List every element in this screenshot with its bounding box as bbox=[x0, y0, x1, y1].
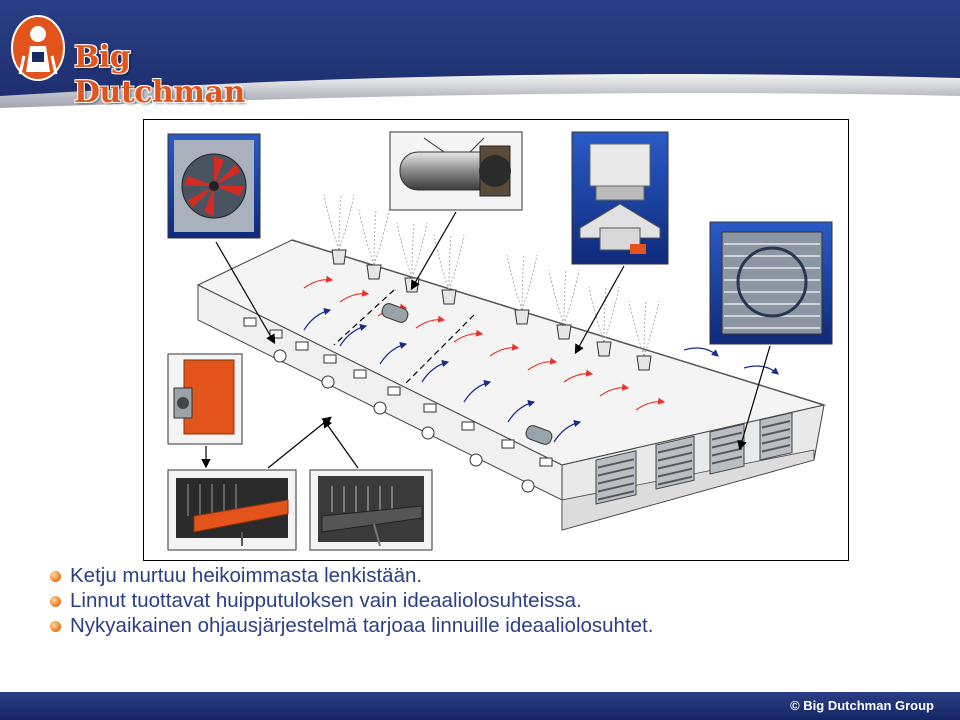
bullet-dot-icon bbox=[50, 571, 61, 582]
brand-logo[interactable]: Big Dutchman bbox=[10, 12, 250, 82]
bullet-dot-icon bbox=[50, 621, 61, 632]
brand-name: Big Dutchman bbox=[74, 40, 250, 110]
photo-axial-fan bbox=[168, 134, 260, 238]
copyright-text: © Big Dutchman Group bbox=[790, 698, 934, 713]
bullet-item: Linnut tuottavat huipputuloksen vain ide… bbox=[48, 588, 948, 613]
photo-air-inlet-grey bbox=[310, 470, 432, 550]
bullet-dot-icon bbox=[50, 596, 61, 607]
bullet-list: Ketju murtuu heikoimmasta lenkistään. Li… bbox=[48, 563, 948, 638]
photo-gas-heater bbox=[390, 132, 522, 210]
photo-box-fan bbox=[710, 222, 832, 344]
header-bar: Big Dutchman bbox=[0, 0, 960, 118]
bullet-item: Nykyaikainen ohjausjärjestelmä tarjoaa l… bbox=[48, 613, 948, 638]
photo-roof-chimney bbox=[572, 132, 668, 264]
photo-control-unit bbox=[168, 354, 242, 444]
photo-air-inlet-red bbox=[168, 470, 296, 550]
bullet-item: Ketju murtuu heikoimmasta lenkistään. bbox=[48, 563, 948, 588]
ventilation-system-figure bbox=[143, 119, 849, 561]
farmer-logo-icon bbox=[10, 12, 66, 82]
poultry-house-ventilation-diagram bbox=[144, 120, 848, 560]
footer-bar: © Big Dutchman Group bbox=[0, 692, 960, 720]
